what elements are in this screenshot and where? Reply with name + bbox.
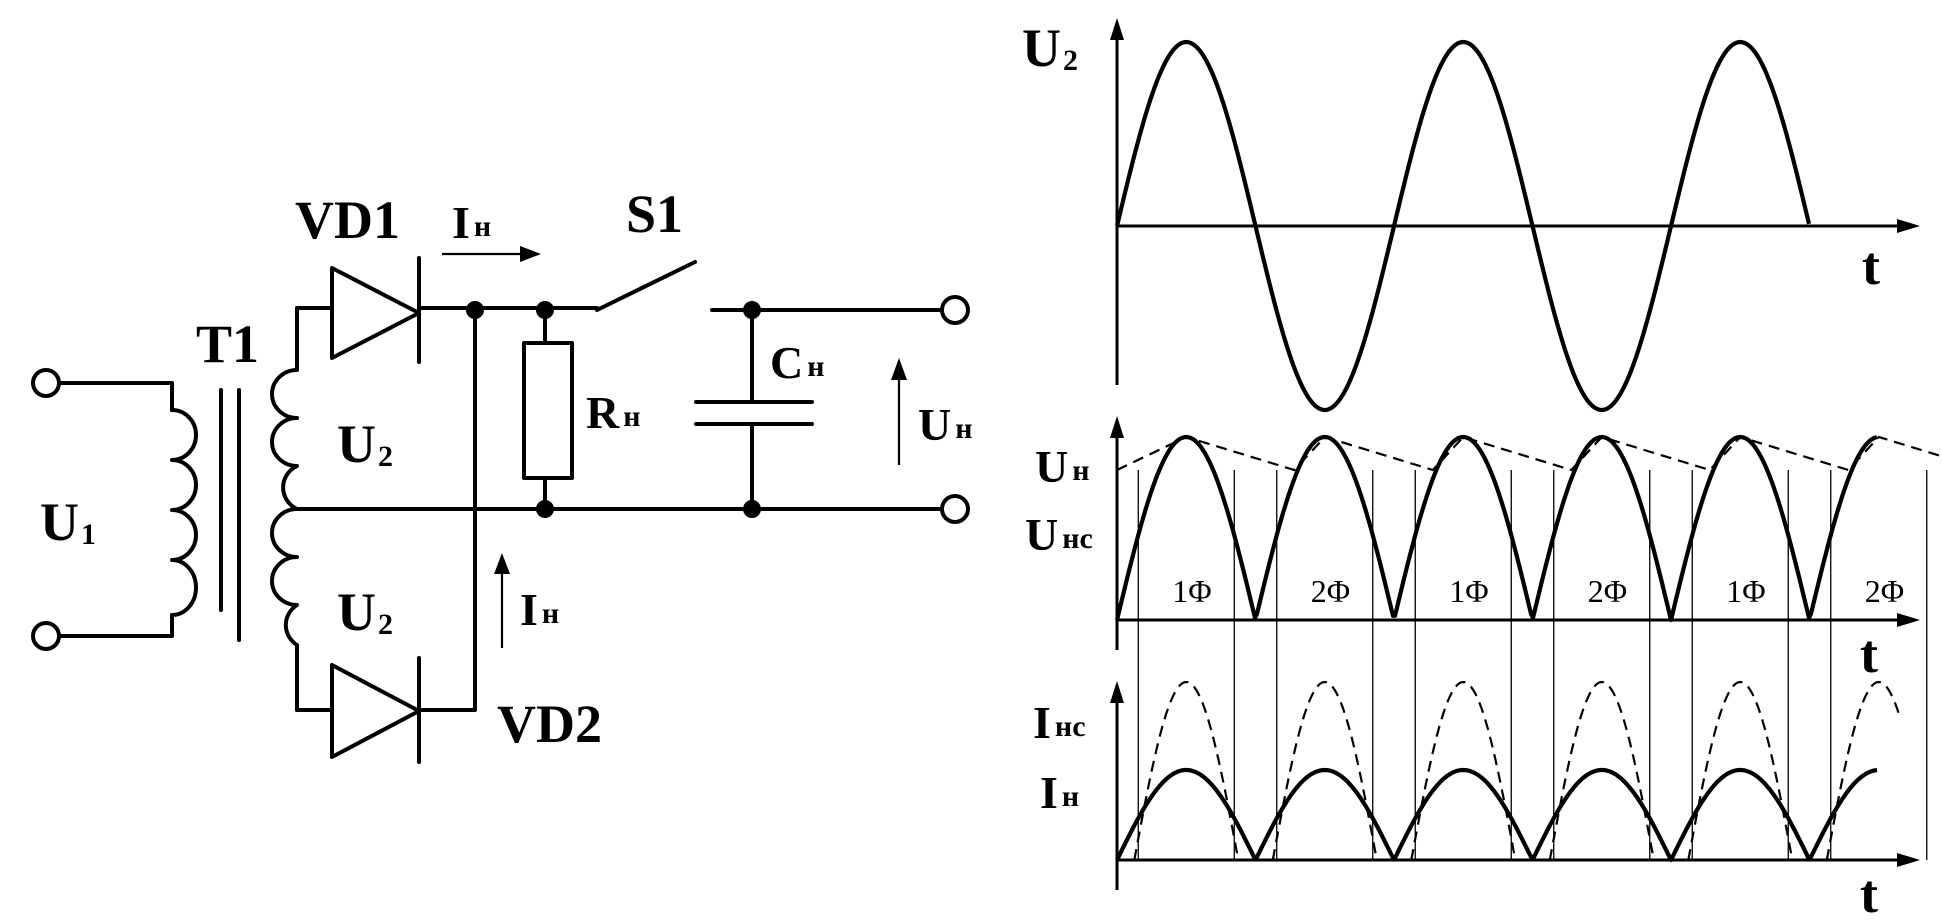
ih-load-current <box>1115 767 1878 863</box>
u2-t-label: t <box>1862 236 1880 296</box>
phase-label: 1Φ <box>1726 573 1765 609</box>
ih-t-label: t <box>1860 864 1878 921</box>
uh-filtered-ripple <box>1116 435 1942 472</box>
input-wire-bottom <box>57 613 174 638</box>
u2-top-label: U2 <box>337 414 393 474</box>
plot-u2: U2 t <box>1022 18 1920 413</box>
primary-winding <box>170 408 198 617</box>
phase-label: 1Φ <box>1449 573 1488 609</box>
junction-dot <box>466 301 484 319</box>
output-terminal-bottom <box>940 494 970 524</box>
ih-y-arrow <box>1110 681 1124 703</box>
phase-labels: 1Φ 2Φ 1Φ 2Φ 1Φ 2Φ <box>1172 573 1904 609</box>
uh-rectified-wave <box>1114 434 1878 623</box>
u2-sine-wave <box>1114 39 1812 413</box>
vd2-label: VD2 <box>497 694 602 754</box>
u2-bottom-label: U2 <box>337 582 393 642</box>
input-wire-top <box>57 381 174 412</box>
phase-label: 1Φ <box>1172 573 1211 609</box>
uh-t-label: t <box>1860 624 1878 684</box>
ih-arrow-bottom <box>494 553 510 648</box>
switch-s1-blade <box>595 260 697 312</box>
input-terminal-bottom <box>31 621 61 651</box>
load-resistor <box>522 341 574 480</box>
u1-label: U1 <box>40 492 96 552</box>
s1-label: S1 <box>626 184 683 244</box>
secondary-winding <box>270 306 299 712</box>
vd2-diode <box>330 663 421 759</box>
t1-label: T1 <box>196 314 259 374</box>
uh-y-arrow <box>1110 416 1124 438</box>
reference-lines <box>1137 470 1928 860</box>
uh-x-arrow <box>1897 613 1920 627</box>
u2-x-arrow <box>1897 219 1920 233</box>
output-terminal-top <box>940 295 970 325</box>
phase-label: 2Φ <box>1311 573 1350 609</box>
phase-label: 2Φ <box>1588 573 1627 609</box>
ih-x-arrow <box>1897 853 1920 867</box>
u2-y-arrow <box>1110 18 1124 40</box>
ih-arrow-top <box>442 246 541 262</box>
uh-arrow <box>891 358 907 465</box>
input-terminal-top <box>31 368 61 398</box>
phase-label: 2Φ <box>1865 573 1904 609</box>
ihc-charge-pulses <box>1133 680 1900 861</box>
vd1-diode <box>330 266 421 360</box>
u2-axis-label: U2 <box>1022 18 1078 78</box>
vd1-label: VD1 <box>295 190 400 250</box>
vd2-return-wire <box>417 310 477 712</box>
